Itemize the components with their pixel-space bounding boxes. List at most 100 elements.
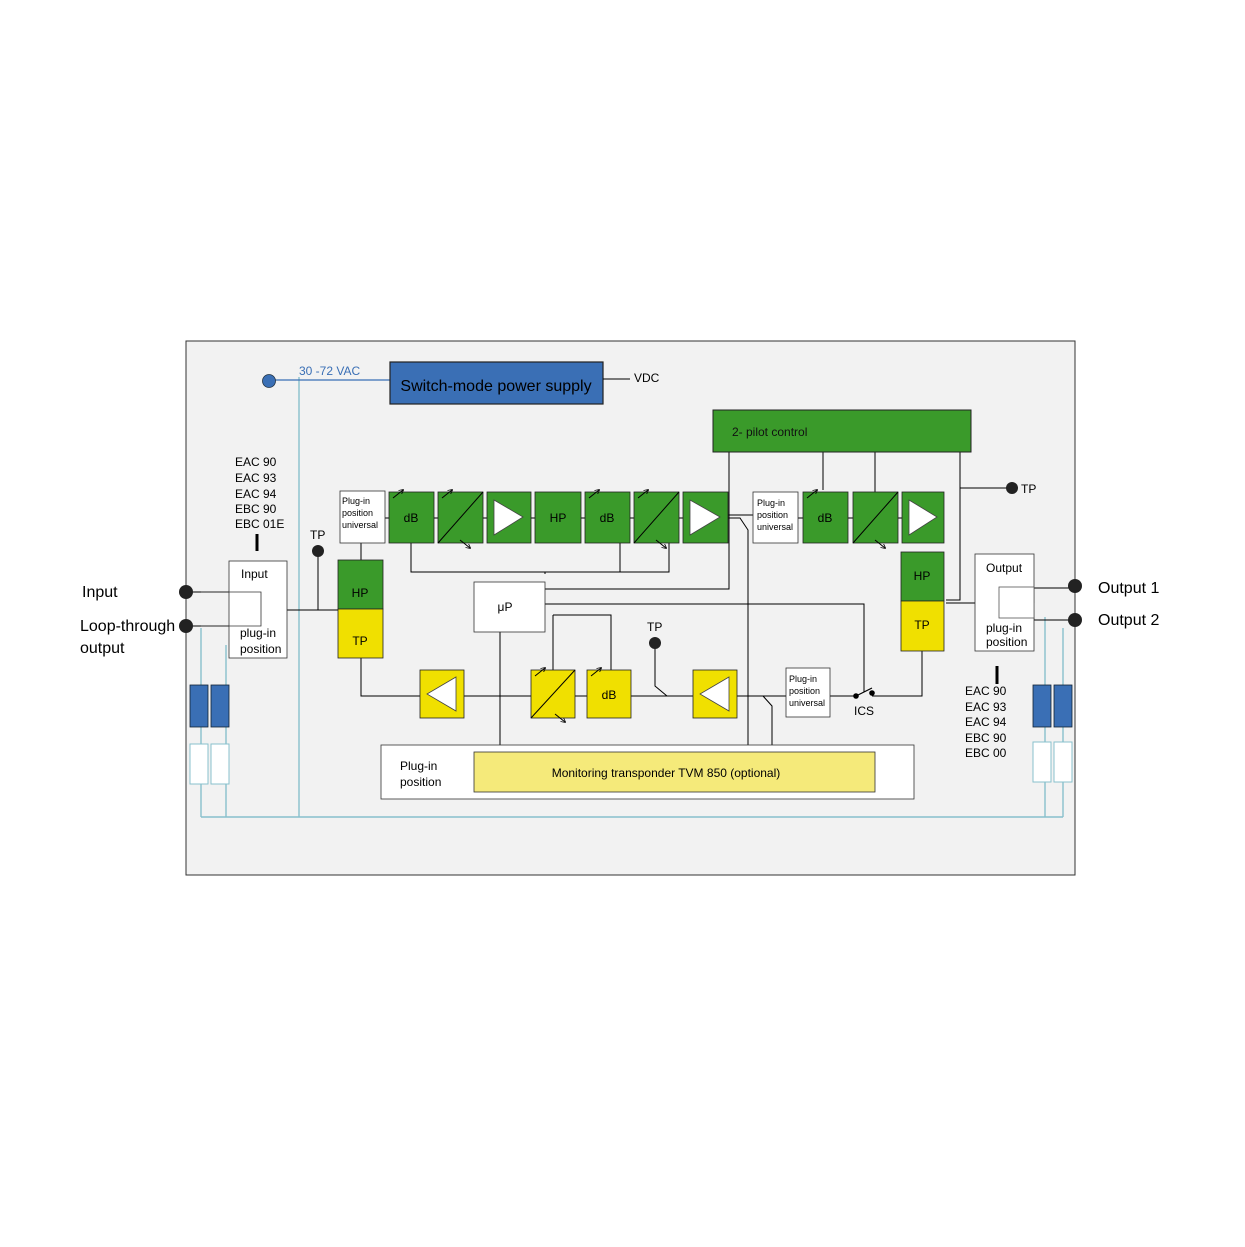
- microprocessor: [473, 581, 546, 633]
- universal-plugin-3: [785, 667, 831, 718]
- bus-connector-left-1: [189, 684, 209, 728]
- return-equalizer-diagonal: [530, 669, 576, 719]
- attenuator-3-adjust: [806, 490, 817, 499]
- output1-port[interactable]: [1068, 579, 1082, 593]
- equalizer-1-adjust-top: [441, 490, 452, 499]
- return-equalizer-adjust-bottom: [554, 713, 565, 722]
- output-plugin-insert: [998, 586, 1035, 619]
- test-point-return[interactable]: [649, 637, 661, 649]
- test-point-output-label: TP: [1021, 482, 1036, 496]
- module-list-right-2: EAC 93: [965, 700, 1007, 714]
- universal-plugin-1-line3: universal: [342, 520, 378, 530]
- module-list-right-3: EAC 94: [965, 715, 1007, 729]
- attenuator-3-label: dB: [818, 511, 833, 525]
- diplexer-out-tp: [900, 600, 945, 652]
- universal-plugin-2-line2: position: [757, 510, 788, 520]
- universal-plugin-2-line3: universal: [757, 522, 793, 532]
- equalizer-3-adjust-bottom: [874, 539, 885, 548]
- return-attenuator-adjust: [590, 668, 601, 677]
- attenuator-2-label: dB: [600, 511, 615, 525]
- return-equalizer-adjust-top: [534, 668, 545, 677]
- ac-voltage-label: 30 -72 VAC: [299, 364, 360, 378]
- output2-label: Output 2: [1098, 612, 1159, 629]
- ac-supply-terminal[interactable]: [262, 374, 276, 388]
- module-list-left-4: EBC 90: [235, 502, 277, 516]
- monitoring-transponder-label: Monitoring transponder TVM 850 (optional…: [552, 766, 781, 780]
- module-list-right-5: EBC 00: [965, 746, 1007, 760]
- module-list-right-4: EBC 90: [965, 731, 1007, 745]
- signal-wiring: [186, 452, 1075, 752]
- return-amplifier-1-icon: [426, 676, 457, 712]
- loop-through-port[interactable]: [179, 619, 193, 633]
- diplexer-in-hp-label: HP: [352, 586, 369, 600]
- equalizer-2-adjust-top: [637, 490, 648, 499]
- bus-slot-left-1: [189, 743, 209, 785]
- output-plugin-line2: position: [986, 635, 1027, 649]
- equalizer-1-adjust-bottom: [459, 539, 470, 548]
- vdc-label: VDC: [634, 371, 660, 385]
- universal-plugin-1-line1: Plug-in: [342, 496, 370, 506]
- bus-connector-left-2: [210, 684, 230, 728]
- bus-connector-right-2: [1053, 684, 1073, 728]
- output1-label: Output 1: [1098, 580, 1159, 597]
- output2-port[interactable]: [1068, 613, 1082, 627]
- diplexer-in-tp: [337, 608, 384, 659]
- output-plugin-title: Output: [986, 561, 1023, 575]
- highpass-upper-label: HP: [550, 511, 567, 525]
- universal-plugin-3-line2: position: [789, 686, 820, 696]
- bus-slot-right-2: [1053, 741, 1073, 783]
- amplifier-1-icon: [493, 499, 524, 536]
- diplexer-in-hp: [337, 559, 384, 610]
- highpass-upper: [534, 491, 582, 544]
- attenuator-1-adjust: [392, 490, 403, 499]
- equalizer-2-adjust-bottom: [655, 539, 666, 548]
- attenuator-1-label: dB: [404, 511, 419, 525]
- power-supply-block: [389, 361, 604, 405]
- universal-plugin-1: [339, 490, 386, 544]
- microprocessor-label: μP: [498, 600, 513, 614]
- attenuator-2-adjust: [588, 490, 599, 499]
- input-label: Input: [82, 584, 118, 601]
- universal-plugin-3-line3: universal: [789, 698, 825, 708]
- loop-through-label-line1: Loop-through: [80, 618, 175, 635]
- output-plugin-line1: plug-in: [986, 621, 1022, 635]
- bus-slot-right-1: [1032, 741, 1052, 783]
- monitoring-plugin-line2: position: [400, 775, 441, 789]
- loop-through-label-line2: output: [80, 640, 125, 657]
- attenuator-2: [584, 491, 631, 544]
- return-attenuator: [586, 669, 632, 719]
- input-port[interactable]: [179, 585, 193, 599]
- input-plugin-title: Input: [241, 567, 268, 581]
- input-plugin-line2: position: [240, 642, 281, 656]
- diplexer-out-hp-label: HP: [914, 569, 931, 583]
- pilot-control-block: [712, 409, 972, 453]
- module-list-left-5: EBC 01E: [235, 517, 284, 531]
- return-attenuator-label: dB: [602, 688, 617, 702]
- monitoring-plugin-line1: Plug-in: [400, 759, 437, 773]
- diplexer-out-tp-label: TP: [914, 618, 929, 632]
- input-plugin-bridge: [201, 591, 262, 627]
- universal-plugin-3-line1: Plug-in: [789, 674, 817, 684]
- ics-contact-left: [853, 693, 859, 699]
- ics-contact-right: [869, 690, 875, 696]
- return-amplifier-2-icon: [699, 676, 730, 712]
- module-list-left-1: EAC 90: [235, 455, 277, 469]
- equalizer-2-diagonal: [633, 491, 680, 544]
- module-list-left-2: EAC 93: [235, 471, 277, 485]
- input-plugin-box: [228, 560, 288, 659]
- attenuator-3: [802, 491, 849, 544]
- attenuator-1: [388, 491, 435, 544]
- module-list-right-1: EAC 90: [965, 684, 1007, 698]
- diplexer-out-hp: [900, 551, 945, 602]
- test-point-input[interactable]: [312, 545, 324, 557]
- test-point-return-label: TP: [647, 620, 662, 634]
- bus-connector-right-1: [1032, 684, 1052, 728]
- universal-plugin-1-line2: position: [342, 508, 373, 518]
- diplexer-in-tp-label: TP: [352, 634, 367, 648]
- test-point-input-label: TP: [310, 528, 325, 542]
- pilot-control-label: 2- pilot control: [732, 425, 807, 439]
- test-point-output[interactable]: [1006, 482, 1018, 494]
- universal-plugin-2: [752, 491, 799, 544]
- ics-switch-blade: [855, 687, 873, 697]
